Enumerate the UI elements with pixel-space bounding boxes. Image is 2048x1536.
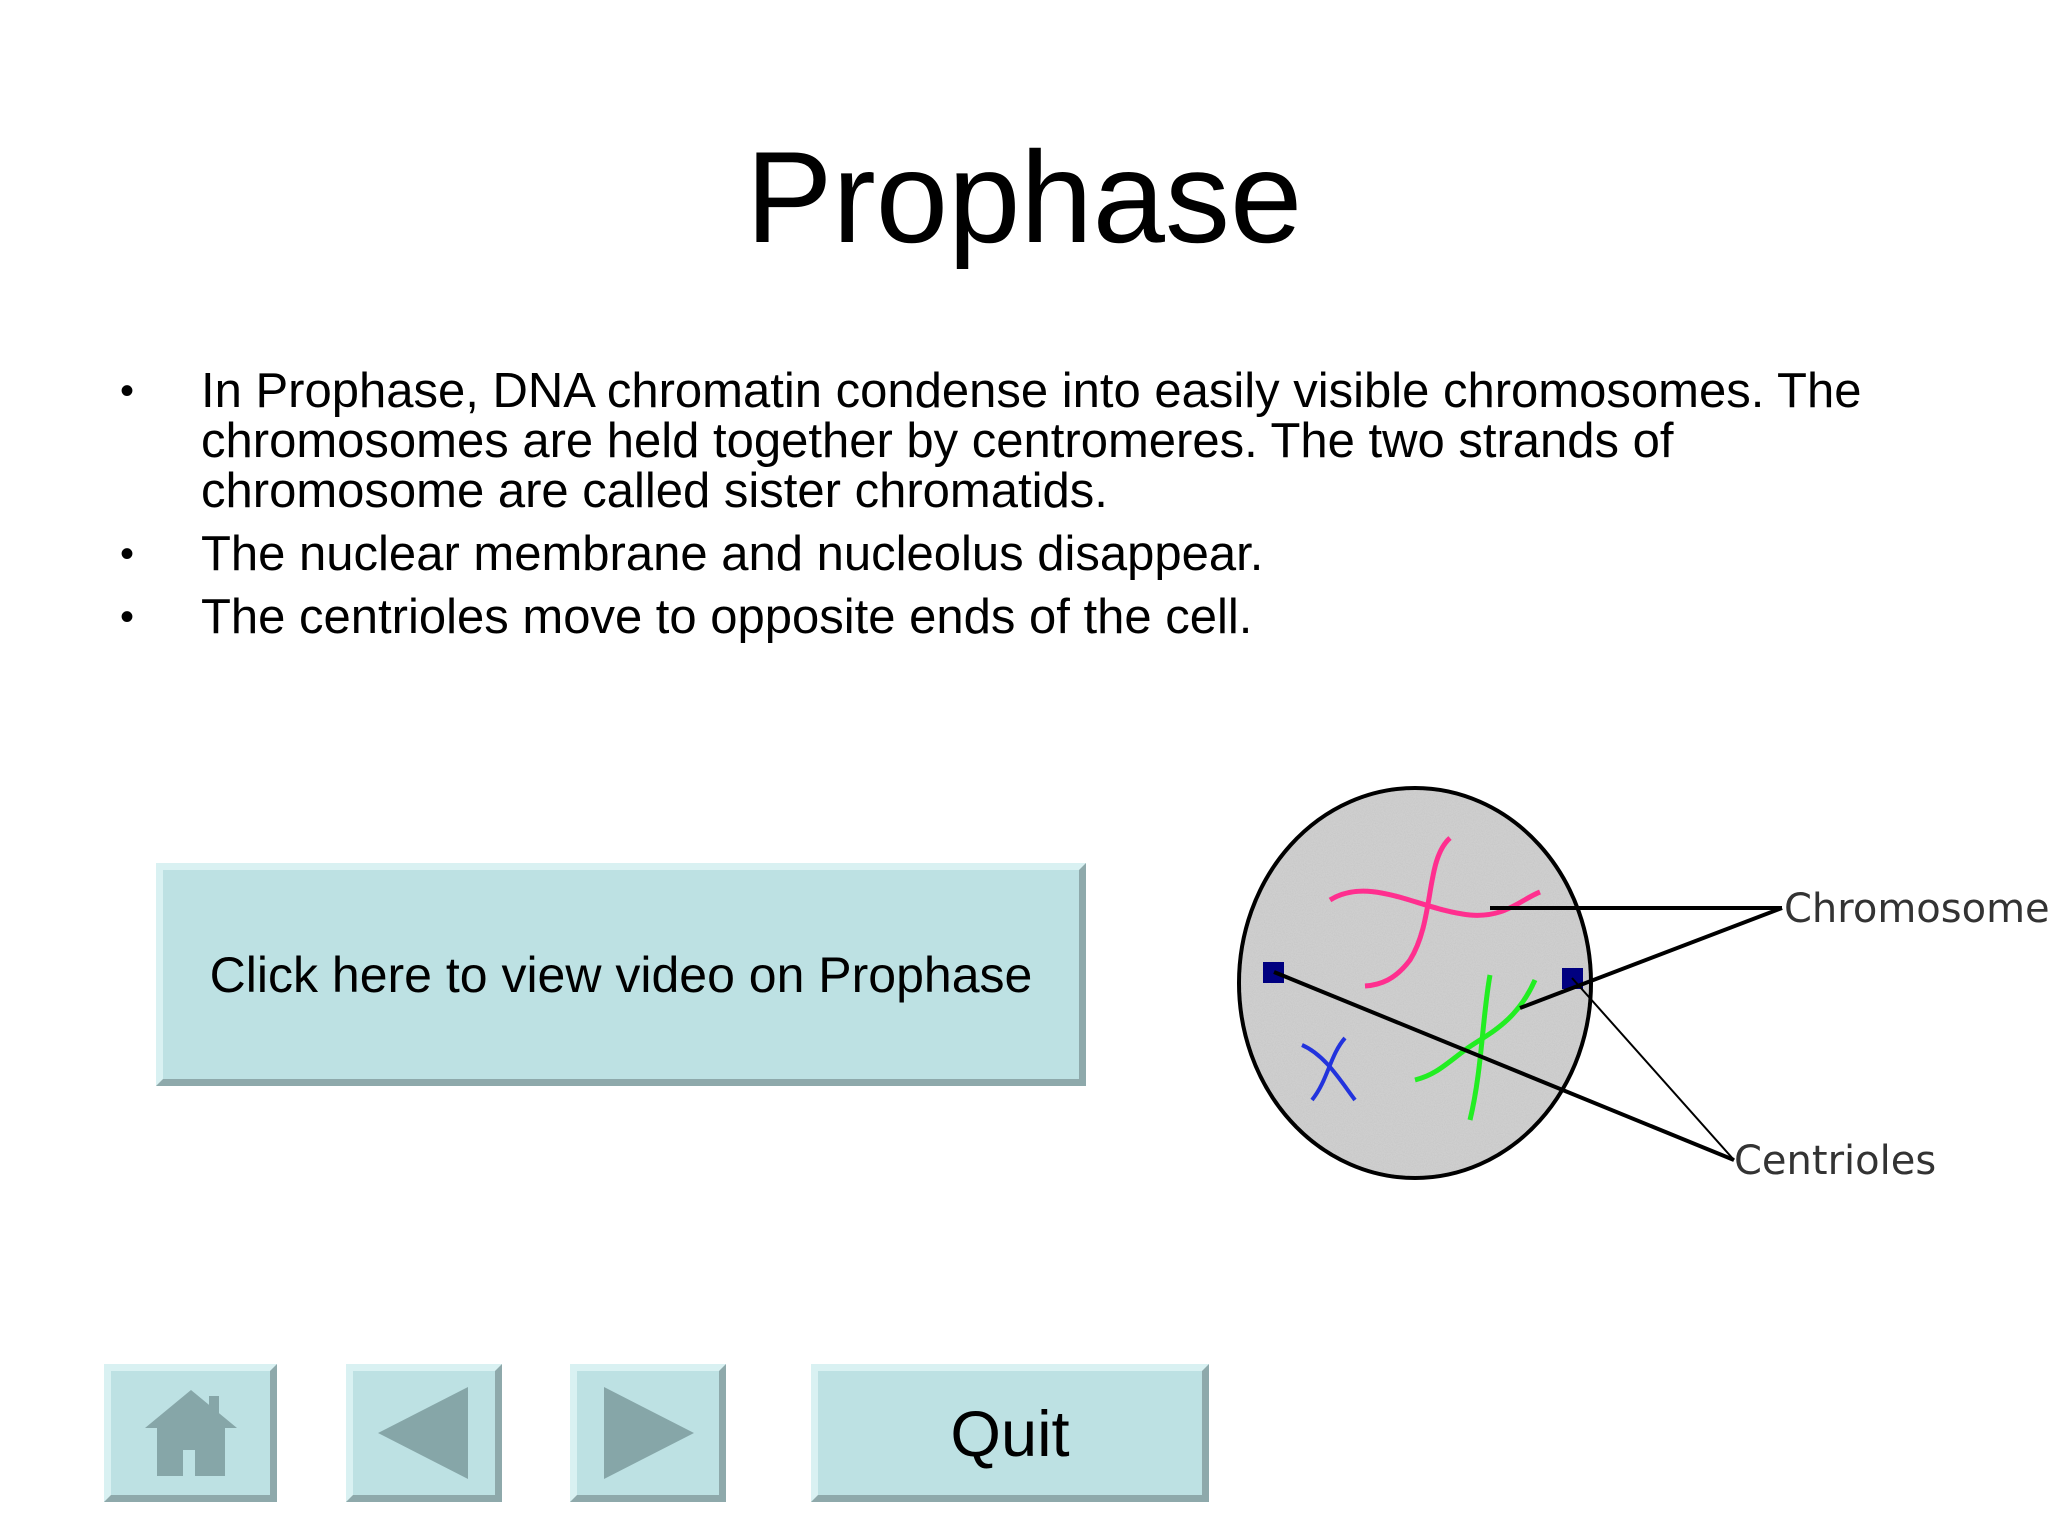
view-video-button[interactable]: Click here to view video on Prophase xyxy=(156,863,1086,1086)
quit-button[interactable]: Quit xyxy=(811,1364,1209,1502)
green-chromosome xyxy=(1414,978,1538,1083)
pink-chromosome xyxy=(1364,836,1452,989)
bullet-text: The nuclear membrane and nucleolus disap… xyxy=(201,527,1264,581)
green-chromosome xyxy=(1467,974,1493,1121)
centrioles-pointer-line xyxy=(1571,977,1735,1161)
chromosomes-label: Chromosomes xyxy=(1784,886,2048,932)
pink-chromosome xyxy=(1328,888,1541,918)
bullet-marker: • xyxy=(120,595,135,639)
bullet-item: • The nuclear membrane and nucleolus dis… xyxy=(120,529,1920,579)
home-button[interactable] xyxy=(104,1364,277,1502)
bullet-text: In Prophase, DNA chromatin condense into… xyxy=(201,364,1862,518)
blue-chromosome xyxy=(1310,1036,1347,1102)
bullet-list: • In Prophase, DNA chromatin condense in… xyxy=(120,366,1920,655)
bullet-item: • In Prophase, DNA chromatin condense in… xyxy=(120,366,1920,516)
bullet-text: The centrioles move to opposite ends of … xyxy=(201,590,1253,644)
home-icon xyxy=(144,1390,237,1476)
quit-label: Quit xyxy=(950,1396,1070,1470)
centrioles-label: Centrioles xyxy=(1734,1138,1936,1184)
forward-arrow-icon xyxy=(604,1387,694,1479)
chromosomes-pointer-line xyxy=(1519,906,1783,1010)
next-button[interactable] xyxy=(570,1364,726,1502)
view-video-label: Click here to view video on Prophase xyxy=(209,946,1033,1003)
bullet-marker: • xyxy=(120,532,135,576)
blue-chromosome xyxy=(1301,1043,1357,1102)
bullet-marker: • xyxy=(120,369,135,413)
back-button[interactable] xyxy=(346,1364,502,1502)
centrioles-pointer-line xyxy=(1273,970,1735,1162)
slide-title: Prophase xyxy=(745,124,1303,270)
back-arrow-icon xyxy=(378,1387,468,1479)
bullet-item: • The centrioles move to opposite ends o… xyxy=(120,592,1920,642)
cell-texture xyxy=(1241,790,1589,1176)
prophase-cell-diagram: Chromosomes Centrioles xyxy=(1237,786,2048,1184)
left-centriole xyxy=(1263,962,1284,983)
